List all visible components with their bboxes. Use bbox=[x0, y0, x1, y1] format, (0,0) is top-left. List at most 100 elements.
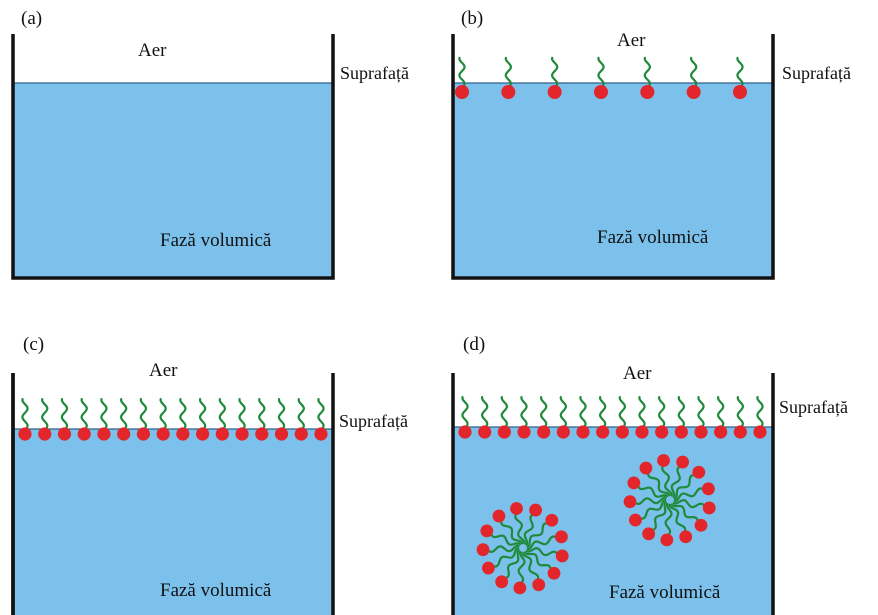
surfactant-monolayer bbox=[458, 395, 767, 439]
hydrophobic-tail bbox=[638, 395, 646, 430]
hydrophilic-head bbox=[537, 425, 551, 439]
hydrophobic-tail bbox=[485, 544, 520, 554]
hydrophobic-tail bbox=[277, 397, 286, 432]
hydrophilic-head bbox=[627, 476, 641, 490]
surfactant-molecule bbox=[660, 502, 674, 547]
hydrophilic-head bbox=[97, 427, 111, 441]
hydrophilic-head bbox=[18, 427, 32, 441]
surfactant-molecule bbox=[537, 395, 551, 439]
surfactant-molecule bbox=[458, 395, 472, 439]
hydrophilic-head bbox=[196, 427, 210, 441]
hydrophilic-head bbox=[635, 425, 649, 439]
surfactant-molecule bbox=[594, 56, 608, 99]
surfactant-molecule bbox=[672, 499, 716, 515]
hydrophilic-head bbox=[532, 578, 546, 592]
container-walls bbox=[451, 34, 775, 280]
surfactant-molecule bbox=[517, 395, 531, 439]
air-label: Aer bbox=[623, 363, 652, 384]
hydrophilic-head bbox=[556, 425, 570, 439]
surface-label: Suprafață bbox=[339, 411, 408, 431]
surfactant-molecule bbox=[670, 455, 690, 498]
hydrophobic-tail bbox=[218, 397, 227, 432]
hydrophobic-tail bbox=[119, 397, 128, 432]
hydrophilic-head bbox=[547, 85, 562, 99]
surfactant-molecule bbox=[714, 395, 728, 439]
surface-label: Suprafață bbox=[782, 63, 851, 83]
hydrophobic-tail bbox=[716, 395, 725, 430]
hydrophobic-tail bbox=[637, 498, 667, 520]
surfactant-molecule bbox=[117, 397, 131, 441]
hydrophilic-head bbox=[674, 425, 688, 439]
hydrophilic-head bbox=[623, 495, 637, 509]
hydrophobic-tail bbox=[499, 518, 524, 545]
hydrophobic-tail bbox=[317, 397, 325, 432]
bulk-water bbox=[13, 429, 333, 615]
surfactant-molecule bbox=[657, 454, 673, 497]
bulk-phase-label: Fază volumică bbox=[160, 580, 272, 601]
hydrophilic-head bbox=[455, 85, 469, 99]
hydrophilic-head bbox=[639, 461, 653, 475]
bulk-water bbox=[453, 83, 773, 278]
hydrophobic-tail bbox=[489, 531, 522, 546]
hydrophilic-head bbox=[136, 427, 150, 441]
hydrophilic-head bbox=[702, 501, 716, 515]
hydrophilic-head bbox=[458, 425, 472, 439]
hydrophobic-tail bbox=[480, 395, 489, 430]
hydrophobic-tail bbox=[100, 397, 108, 432]
surfactant-molecule bbox=[556, 395, 570, 439]
panel-d: (d) Aer Suprafață Fază volumică bbox=[451, 334, 848, 615]
hydrophilic-head bbox=[156, 427, 170, 441]
hydrophobic-tail bbox=[198, 397, 207, 432]
hydrophobic-tail bbox=[514, 511, 526, 545]
panel-c: (c) Aer Suprafață Fază volumică bbox=[11, 334, 408, 615]
hydrophilic-head bbox=[545, 513, 559, 527]
hydrophilic-head bbox=[513, 581, 527, 595]
hydrophilic-head bbox=[640, 85, 655, 99]
hydrophobic-tail bbox=[539, 395, 548, 430]
surfactant-molecule bbox=[476, 543, 520, 557]
surfactant-molecule bbox=[455, 56, 469, 99]
hydrophilic-head bbox=[714, 425, 728, 439]
hydrophilic-head bbox=[117, 427, 131, 441]
hydrophilic-head bbox=[555, 549, 569, 563]
hydrophobic-tail bbox=[689, 56, 698, 89]
hydrophobic-tail bbox=[643, 56, 652, 89]
air-label: Aer bbox=[617, 30, 646, 51]
surfactant-molecule bbox=[635, 395, 649, 439]
surfactant-molecule bbox=[627, 476, 669, 498]
hydrophobic-tail bbox=[258, 397, 266, 432]
hydrophilic-head bbox=[615, 425, 629, 439]
hydrophobic-tail bbox=[520, 395, 528, 430]
surfactant-molecule bbox=[497, 395, 511, 439]
hydrophobic-tail bbox=[139, 397, 148, 432]
hydrophobic-tail bbox=[500, 395, 509, 430]
hydrophobic-tail bbox=[579, 395, 587, 430]
panel-b: (b) Aer Suprafață Fază volumică bbox=[451, 8, 851, 280]
hydrophilic-head bbox=[255, 427, 269, 441]
hydrophilic-head bbox=[481, 561, 495, 575]
hydrophobic-tail bbox=[504, 56, 513, 89]
bulk-phase-label: Fază volumică bbox=[160, 230, 272, 251]
surfactant-molecule bbox=[523, 503, 543, 546]
hydrophobic-tail bbox=[670, 464, 683, 498]
hydrophobic-tail bbox=[664, 502, 673, 538]
hydrophilic-head bbox=[294, 427, 308, 441]
hydrophobic-tail bbox=[461, 395, 469, 430]
hydrophobic-tail bbox=[736, 56, 744, 89]
micelle bbox=[476, 502, 569, 595]
surfactant-molecule bbox=[673, 465, 706, 500]
hydrophobic-tail bbox=[159, 397, 167, 432]
hydrophobic-tail bbox=[521, 551, 540, 583]
panel-tag: (c) bbox=[23, 334, 44, 355]
surfactant-molecule bbox=[526, 513, 559, 548]
surfactant-molecule bbox=[673, 482, 715, 503]
hydrophilic-head bbox=[655, 425, 669, 439]
hydrophobic-tail bbox=[636, 483, 669, 498]
hydrophobic-tail bbox=[523, 551, 553, 572]
surfactant-molecule bbox=[513, 550, 527, 595]
surfactant-molecule bbox=[196, 397, 210, 441]
hydrophilic-head bbox=[628, 513, 642, 527]
surfactant-molecule bbox=[176, 397, 190, 441]
hydrophobic-tail bbox=[550, 56, 559, 89]
surfactant-molecule bbox=[97, 397, 111, 441]
